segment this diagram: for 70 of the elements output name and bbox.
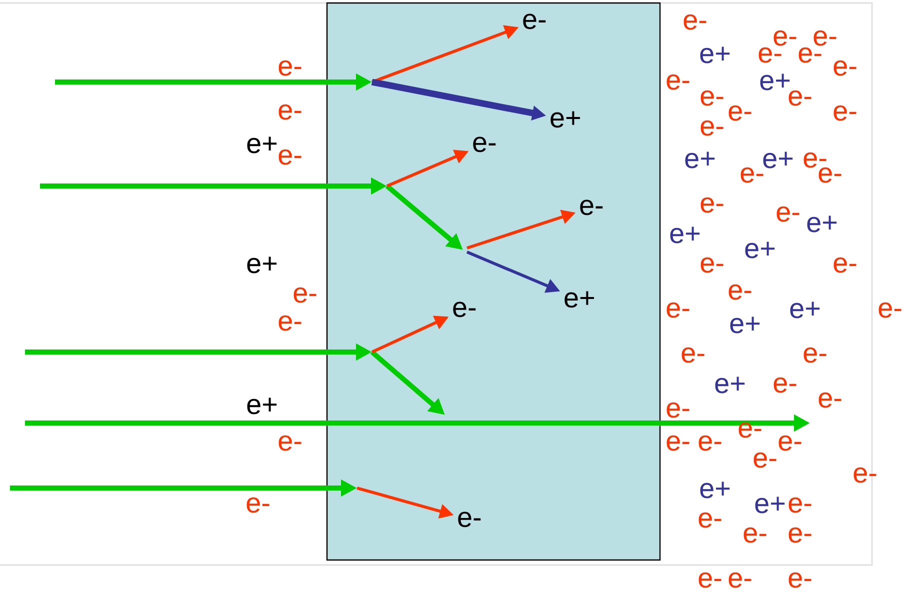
particle-label: e- (453, 302, 476, 318)
particle-label: e+ (807, 216, 837, 232)
particle-label: e- (818, 392, 842, 408)
particle-label: e- (698, 435, 722, 451)
particle-label: e+ (247, 136, 277, 154)
particle-label: e+ (564, 291, 594, 308)
particle-label: e- (698, 572, 722, 588)
particle-label: e- (278, 60, 302, 76)
particle-label: e+ (685, 152, 715, 168)
particle-label: e- (580, 200, 603, 216)
particle-label: e- (788, 497, 812, 513)
particle-label: e- (458, 512, 481, 528)
particle-label: e- (774, 377, 796, 393)
particle-label: e- (278, 315, 302, 331)
particle-label: e- (818, 167, 842, 183)
particle-label: e+ (550, 111, 580, 128)
particle-label: e- (834, 60, 856, 76)
particle-label: e+ (790, 302, 820, 318)
particle-label: e- (700, 120, 724, 136)
particle-label: e+ (247, 256, 277, 274)
particle-label: e- (740, 167, 764, 183)
particle-label: e- (666, 402, 690, 418)
particle-label: e- (294, 287, 316, 303)
particle-label: e- (834, 257, 856, 273)
particle-label: e- (700, 257, 724, 273)
particle-label: e+ (700, 46, 730, 64)
particle-label: e+ (247, 398, 277, 414)
particle-label: e- (700, 197, 724, 213)
particle-label: e- (682, 347, 704, 363)
particle-label: e- (804, 347, 826, 363)
particle-label: e- (854, 467, 876, 483)
particle-label: e+ (760, 74, 790, 90)
particle-label: e+ (763, 152, 793, 168)
particle-label: e- (878, 302, 902, 318)
particle-label: e+ (755, 496, 785, 514)
particle-label: e- (246, 497, 270, 513)
particle-label: e- (700, 90, 724, 106)
particle-label: e- (834, 105, 856, 121)
particle-label: e+ (700, 482, 730, 498)
particle-label: e+ (670, 226, 700, 244)
particle-label: e- (776, 206, 800, 222)
particle-label: e- (758, 47, 782, 63)
particle-label: e- (666, 74, 690, 90)
slab-box (326, 2, 661, 561)
particle-label: e- (728, 105, 752, 121)
particle-label: e- (684, 14, 706, 30)
particle-label: e- (744, 527, 766, 543)
particle-label: e+ (715, 376, 745, 394)
particle-label: e- (666, 302, 690, 318)
particle-label: e- (778, 435, 802, 451)
particle-label: e- (728, 284, 752, 300)
particle-label: e+ (730, 316, 760, 334)
particle-label: e- (754, 452, 776, 468)
particle-label: e- (278, 435, 302, 451)
particle-label: e- (788, 90, 812, 106)
particle-label: e- (738, 422, 762, 438)
particle-label: e- (788, 527, 812, 543)
particle-label: e- (698, 512, 722, 528)
particle-label: e+ (745, 242, 775, 258)
particle-label: e- (278, 149, 302, 165)
particle-label: e- (278, 104, 302, 120)
particle-label: e- (814, 30, 836, 46)
particle-label: e- (804, 152, 826, 168)
particle-label: e- (473, 136, 496, 152)
particle-label: e- (788, 572, 812, 588)
particle-label: e- (666, 435, 690, 451)
particle-label: e- (798, 47, 822, 63)
particle-label: e- (774, 30, 796, 46)
particle-label: e- (523, 14, 546, 30)
particle-label: e- (728, 572, 752, 588)
